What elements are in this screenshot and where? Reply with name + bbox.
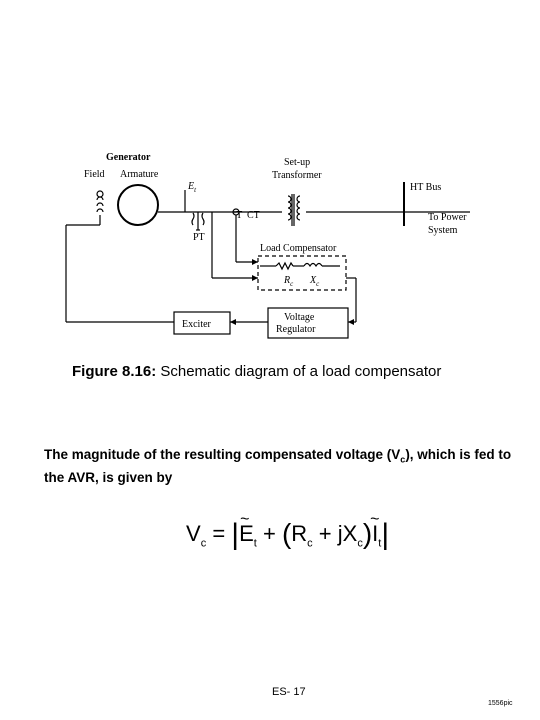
formula-it-subscript: t [378,537,382,550]
formula-plus: + [262,521,276,546]
paragraph-subscript: c [400,454,406,465]
et-label: Et [187,181,197,194]
pt-label: PT [193,232,205,243]
figure-caption: Figure 8.16: Schematic diagram of a load… [72,363,441,380]
armature-circle [117,184,159,226]
generator-label: Generator [106,152,151,163]
formula-xc-subscript: c [357,537,363,550]
figure-caption-text: Schematic diagram of a load compensator [156,363,442,380]
formula-abs-right: | [381,518,390,551]
to-power-label-2: System [428,225,458,236]
formula-equals: = [212,521,226,546]
formula-jxc: + jX [318,521,358,546]
field-winding-icon [96,190,104,213]
ct-tt-label: "T [232,210,242,221]
field-label: Field [84,169,105,180]
formula-rc-subscript: c [307,537,313,550]
paragraph-part-2: ), which is fed to the AVR, is given by [44,447,512,485]
to-power-label-1: To Power [428,212,467,223]
transformer-icon [287,195,301,221]
formula-abs-left: | [231,518,240,551]
compensated-voltage-formula: Vc = |~Et + (Rc + jXc)~It| [186,511,390,552]
paragraph-part-1: The magnitude of the resulting compensat… [44,447,401,462]
setup-transformer-label-1: Set-up [284,157,310,168]
formula-et-subscript: t [253,537,257,550]
formula-vc-subscript: c [200,537,207,550]
exciter-box [173,311,231,335]
formula-paren-left: ( [281,518,292,549]
rc-label: Rc [283,275,294,288]
figure-caption-label: Figure 8.16: [72,363,157,380]
formula-vc: V [186,521,201,546]
formula-paren-right: ) [362,518,373,549]
ct-label: CT [247,210,260,221]
voltage-label-1: Voltage [284,312,315,323]
setup-transformer-label-2: Transformer [272,170,322,181]
armature-label: Armature [120,169,159,180]
formula-et: ~E [239,511,254,546]
voltage-label-2: Regulator [276,324,316,335]
page-number: ES- 17 [272,686,306,698]
load-compensator-diagram: Generator Field Armature Et Set-up Trans… [65,152,470,339]
voltage-regulator-box [267,307,349,339]
footer-stamp: 1556pic [488,700,513,707]
formula-rc: R [291,521,308,546]
xc-label: Xc [309,275,320,288]
body-paragraph: The magnitude of the resulting compensat… [44,446,524,487]
exciter-label: Exciter [182,319,212,330]
load-compensator-box [257,255,347,291]
formula-it: ~I [370,511,380,546]
load-compensator-label: Load Compensator [260,243,337,254]
ht-bus-label: HT Bus [410,182,441,193]
